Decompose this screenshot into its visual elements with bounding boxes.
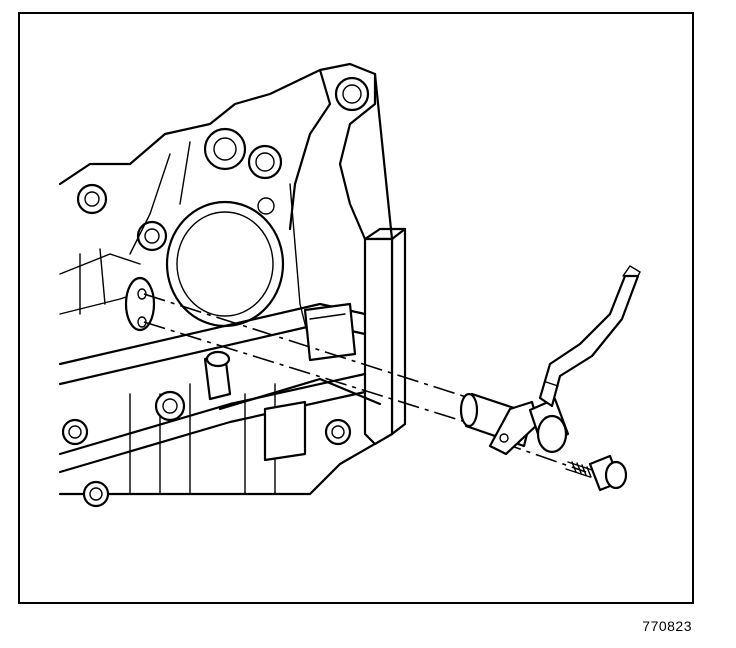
- engine-block: [58, 62, 407, 508]
- figure-frame: [18, 12, 694, 604]
- mounting-bolt: [565, 454, 628, 492]
- engine-block-sensor-illustration: [58, 62, 641, 508]
- crankshaft-position-sensor: [459, 265, 641, 456]
- figure-reference-number: 770823: [642, 618, 692, 634]
